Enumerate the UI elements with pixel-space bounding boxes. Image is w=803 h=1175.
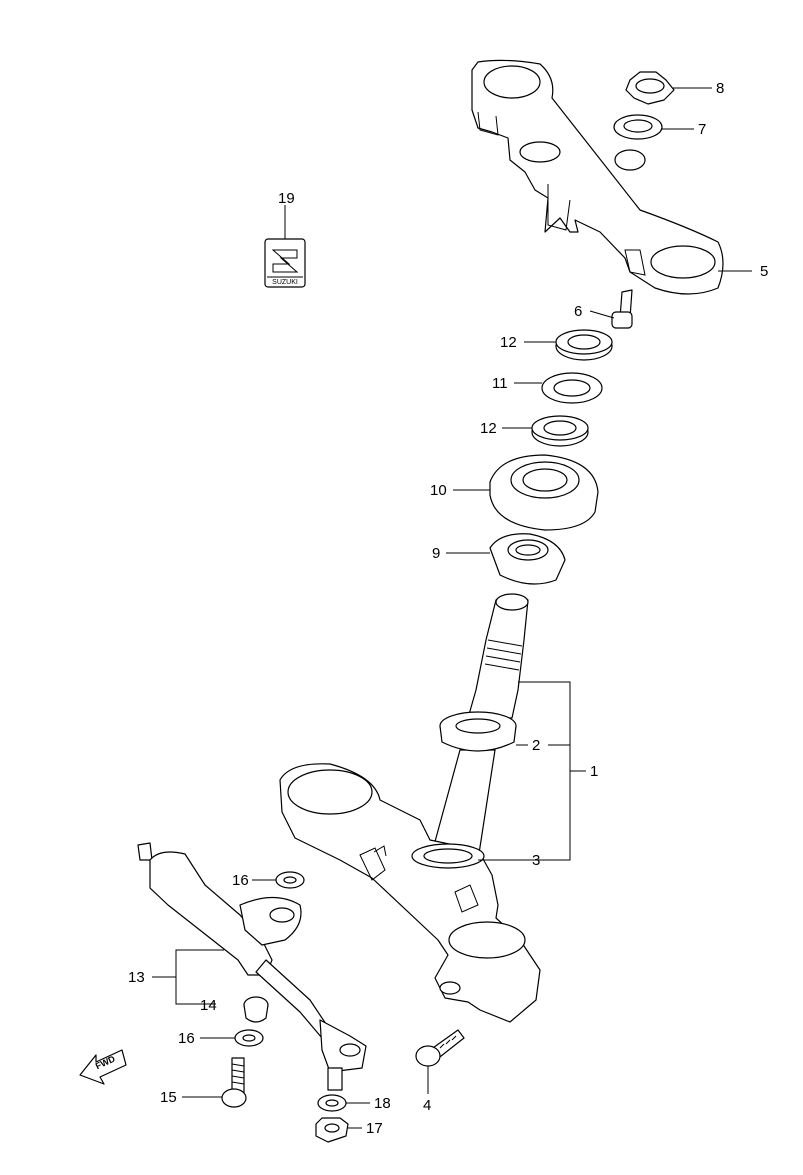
callout-4: 4: [423, 1097, 431, 1114]
callout-3: 3: [532, 852, 540, 869]
callout-5: 5: [760, 263, 768, 280]
stem-seal-part-3: [411, 843, 485, 869]
callout-11: 11: [492, 375, 508, 392]
emblem-brand-text: SUZUKI: [272, 279, 298, 286]
callout-13: 13: [128, 969, 145, 986]
callout-numbers: 8 7 19 5 6 12 11 12 10 9 2 1 3 16 13 14 …: [128, 80, 768, 1137]
callout-15: 15: [160, 1089, 177, 1106]
bolt-part-15: [221, 1057, 247, 1108]
washer-part-16-lower: [234, 1029, 264, 1047]
emblem-part-19: SUZUKI: [264, 238, 306, 288]
lock-nut-part-12-upper: [555, 329, 613, 361]
stem-bearing-part-2: [439, 711, 517, 752]
callout-7: 7: [698, 121, 706, 138]
bolt-part-4: [415, 1029, 465, 1067]
steering-stem-part-1: [279, 593, 541, 1023]
dust-seal-part-10: [489, 454, 599, 531]
callout-8: 8: [716, 80, 724, 97]
callout-9: 9: [432, 545, 440, 562]
callout-10: 10: [430, 482, 447, 499]
stem-nut-part-8: [625, 71, 675, 105]
bolt-part-6: [611, 289, 633, 329]
callout-19: 19: [278, 190, 295, 207]
callout-12-lower: 12: [480, 420, 497, 437]
callout-18: 18: [374, 1095, 391, 1112]
callout-14: 14: [200, 997, 217, 1014]
callout-16-upper: 16: [232, 872, 249, 889]
callout-17: 17: [366, 1120, 383, 1137]
nut-part-17: [315, 1117, 349, 1143]
bush-part-14: [243, 996, 269, 1023]
washer-part-18: [317, 1094, 347, 1112]
callout-16-lower: 16: [178, 1030, 195, 1047]
callout-6: 6: [574, 303, 582, 320]
washer-part-16-upper: [275, 871, 305, 889]
lock-nut-part-12-lower: [531, 415, 589, 447]
callout-1: 1: [590, 763, 598, 780]
leader-lines: [152, 87, 752, 1129]
callout-12-upper: 12: [500, 334, 517, 351]
washer-part-7: [613, 114, 663, 140]
steering-damper-part-13: [137, 842, 367, 1091]
bearing-part-9: [489, 533, 566, 585]
fwd-arrow-icon: FWD: [79, 1049, 127, 1085]
upper-bracket-part-5: [471, 59, 724, 295]
washer-part-11: [541, 372, 603, 404]
callout-2: 2: [532, 737, 540, 754]
